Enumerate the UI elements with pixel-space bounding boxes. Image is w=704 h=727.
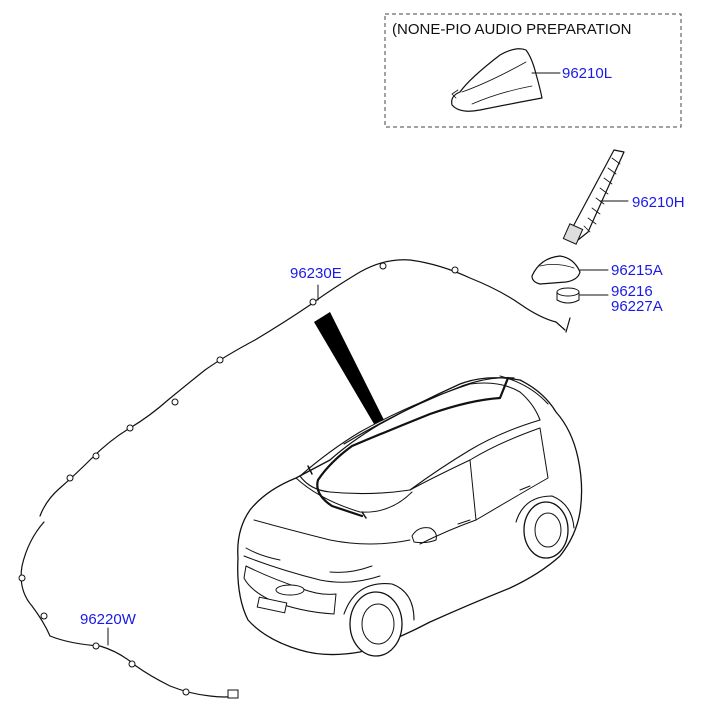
roof-feeder-cable[interactable] [39, 259, 571, 517]
suv-illustration [237, 375, 583, 657]
label-96230E: 96230E [290, 265, 342, 282]
label-96227A: 96227A [611, 298, 663, 315]
label-96220W: 96220W [80, 611, 137, 628]
pole-antenna[interactable] [562, 149, 625, 245]
label-96210H: 96210H [632, 194, 685, 211]
label-96215A: 96215A [611, 262, 663, 279]
optional-part-box [384, 13, 682, 128]
nut-gasket[interactable] [556, 287, 580, 304]
pointer-wedge [314, 312, 384, 424]
vehicle-cable-route [316, 376, 510, 518]
antenna-base[interactable] [531, 255, 581, 285]
vehicle-cable-clip [307, 465, 313, 475]
main-feeder-cable[interactable] [18, 521, 239, 699]
label-96216: 96216 [611, 283, 653, 300]
optional-note: (NONE-PIO AUDIO PREPARATION [392, 21, 631, 38]
label-96210L: 96210L [562, 65, 612, 82]
shark-fin-antenna[interactable] [451, 48, 543, 112]
